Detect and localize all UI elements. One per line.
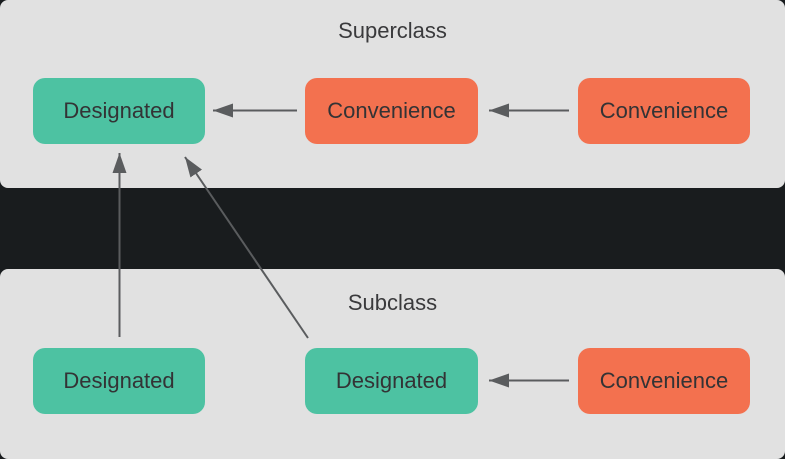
node-label: Convenience bbox=[599, 98, 729, 123]
node-subclass-designated-2: Designated bbox=[305, 348, 478, 414]
node-superclass-convenience-2: Convenience bbox=[578, 78, 750, 144]
node-label: Designated bbox=[63, 368, 175, 393]
node-subclass-convenience: Convenience bbox=[578, 348, 750, 414]
node-label: Designated bbox=[63, 98, 175, 123]
subclass-title: Subclass bbox=[347, 290, 438, 315]
node-label: Convenience bbox=[327, 98, 456, 123]
node-label: Designated bbox=[335, 368, 448, 393]
subclass-panel: Subclass Designated Designated Convenien… bbox=[0, 269, 785, 459]
node-superclass-designated: Designated bbox=[33, 78, 205, 144]
node-superclass-convenience-1: Convenience bbox=[305, 78, 478, 144]
superclass-panel: Superclass Designated Convenience Conven… bbox=[0, 0, 785, 188]
superclass-title: Superclass bbox=[338, 18, 447, 43]
node-subclass-designated-1: Designated bbox=[33, 348, 205, 414]
node-label: Convenience bbox=[599, 368, 729, 393]
